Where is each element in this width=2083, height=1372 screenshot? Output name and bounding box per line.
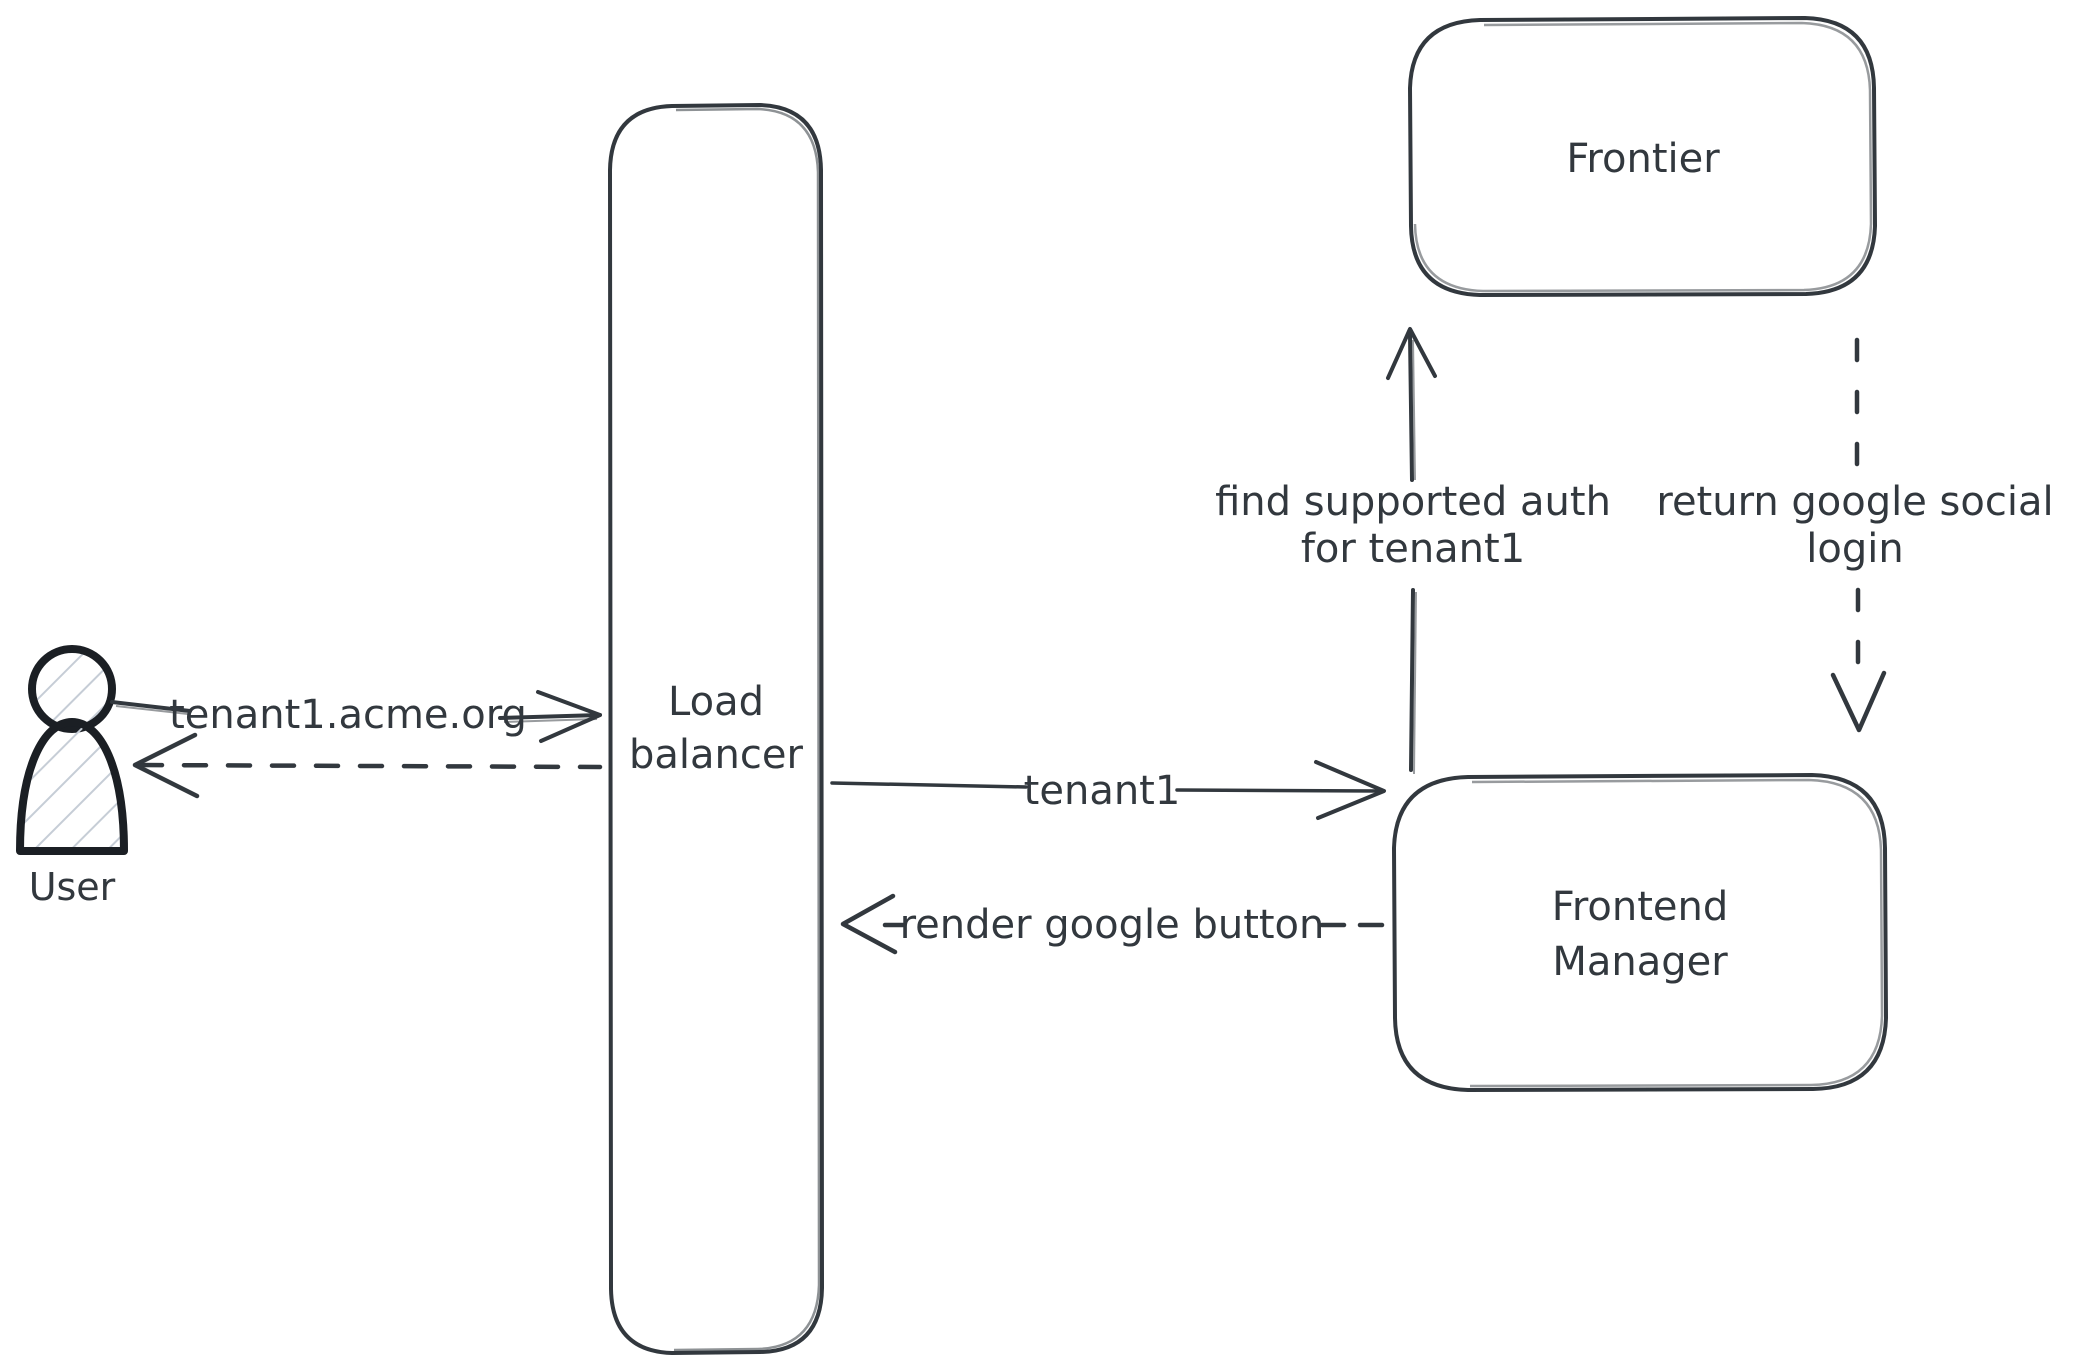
edge-fem-to-frontier-label-line2: for tenant1 <box>1301 526 1525 572</box>
edge-lb-to-frontend-manager: tenant1 <box>830 760 1386 820</box>
frontier-node[interactable]: Frontier <box>1408 16 1877 297</box>
edge-fem-to-lb-arrowhead <box>840 893 898 955</box>
edge-fem-to-lb-label: render google button <box>900 902 1325 948</box>
edge-fem-to-frontier-line-lower <box>1409 588 1415 772</box>
load-balancer-node[interactable]: Load balancer <box>608 103 824 1355</box>
user-person-icon <box>16 645 128 855</box>
edge-user-to-lb: tenant1.acme.org <box>110 690 602 743</box>
load-balancer-label-line1: Load <box>668 679 764 725</box>
frontier-label: Frontier <box>1566 136 1720 182</box>
edge-frontier-to-fem-arrowhead <box>1830 670 1887 733</box>
edge-user-to-lb-line-left <box>110 700 192 713</box>
frontend-manager-shape-sketch <box>1469 778 1884 1088</box>
edge-frontier-to-fem-label-line2: login <box>1806 526 1903 572</box>
load-balancer-shape-sketch <box>673 107 821 1352</box>
edge-frontend-manager-to-lb: render google button <box>840 893 1385 955</box>
edge-user-to-lb-line-right-sketch <box>503 718 598 723</box>
frontend-manager-label-line2: Manager <box>1552 939 1728 985</box>
edge-lb-to-user-arrowhead <box>132 732 200 799</box>
edge-lb-to-user-line <box>137 762 603 770</box>
edge-user-to-lb-line-left-sketch <box>115 705 189 715</box>
edge-fem-to-frontier-label-line1: find supported auth <box>1215 479 1611 525</box>
edge-user-to-lb-line-right <box>498 713 602 720</box>
edge-lb-to-fem-arrowhead <box>1314 760 1386 820</box>
edge-fem-to-frontier-arrowhead <box>1386 327 1437 380</box>
edge-lb-to-user <box>132 732 603 799</box>
frontend-manager-node[interactable]: Frontend Manager <box>1392 773 1888 1092</box>
edge-user-to-lb-arrowhead <box>536 690 602 743</box>
edge-frontier-to-fem-label-line1: return google social <box>1656 479 2053 525</box>
frontier-shape <box>1408 16 1877 297</box>
frontend-manager-label-line1: Frontend <box>1552 884 1729 930</box>
load-balancer-label-line2: balancer <box>629 732 803 778</box>
edge-lb-to-fem-label: tenant1 <box>1024 768 1181 814</box>
user-label: User <box>29 865 116 909</box>
frontend-manager-shape <box>1392 773 1888 1092</box>
edge-lb-to-fem-line-right <box>1175 788 1382 793</box>
edge-frontier-to-frontend-manager: return google social login <box>1656 337 2054 733</box>
edge-frontend-manager-to-frontier: find supported auth for tenant1 <box>1215 327 1611 775</box>
load-balancer-shape <box>608 103 824 1355</box>
edge-user-to-lb-label: tenant1.acme.org <box>169 692 527 738</box>
edge-lb-to-fem-line-left <box>830 781 1028 789</box>
edge-fem-to-frontier-line-upper <box>1408 333 1414 482</box>
frontier-shape-sketch <box>1413 21 1873 293</box>
edge-fem-to-frontier-line-lower-sketch <box>1413 591 1417 775</box>
user-actor: User <box>16 645 128 909</box>
edge-fem-to-frontier-line-upper-sketch <box>1412 339 1416 481</box>
